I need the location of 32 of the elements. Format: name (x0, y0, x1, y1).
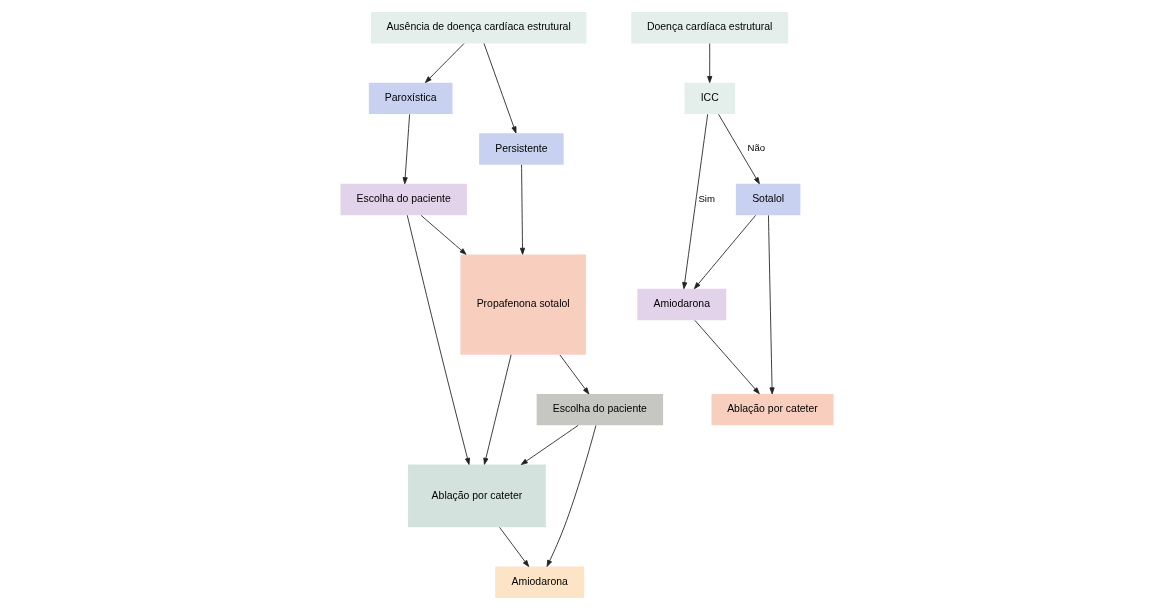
edge-label: Não (747, 142, 766, 154)
node-box: Escolha do paciente (340, 183, 467, 216)
arrow (546, 425, 597, 567)
node-box: Ablação por cateter (408, 464, 546, 528)
node-box: Propafenona sotalol (460, 254, 586, 355)
node-box: Amiodarona (637, 288, 727, 321)
arrow (519, 164, 526, 255)
arrow (424, 43, 465, 84)
node-box: Ausência de doença cardíaca estrutural (371, 12, 587, 44)
arrow (682, 113, 709, 290)
node-box: Paroxística (368, 82, 453, 115)
arrow (693, 214, 756, 290)
arrow (483, 43, 517, 134)
node-box: Doença cardíaca estrutural (631, 12, 789, 44)
arrow (406, 214, 470, 465)
arrow (718, 113, 760, 185)
arrow (559, 354, 590, 395)
arrow (483, 354, 512, 465)
node-box: Escolha do paciente (536, 393, 664, 426)
node-box: Persistente (479, 133, 564, 165)
arrow (499, 526, 530, 567)
node-box: Amiodarona (495, 566, 585, 598)
edge-label: Sim (698, 192, 715, 204)
node-box: Ablação por cateter (711, 393, 834, 426)
arrow (402, 113, 411, 185)
arrow (768, 214, 775, 395)
arrow (694, 320, 760, 395)
arrow (420, 214, 467, 255)
node-box: Sotalol (735, 183, 801, 216)
node-box: ICC (684, 82, 735, 115)
arrow (520, 425, 579, 465)
arrow (707, 43, 713, 84)
